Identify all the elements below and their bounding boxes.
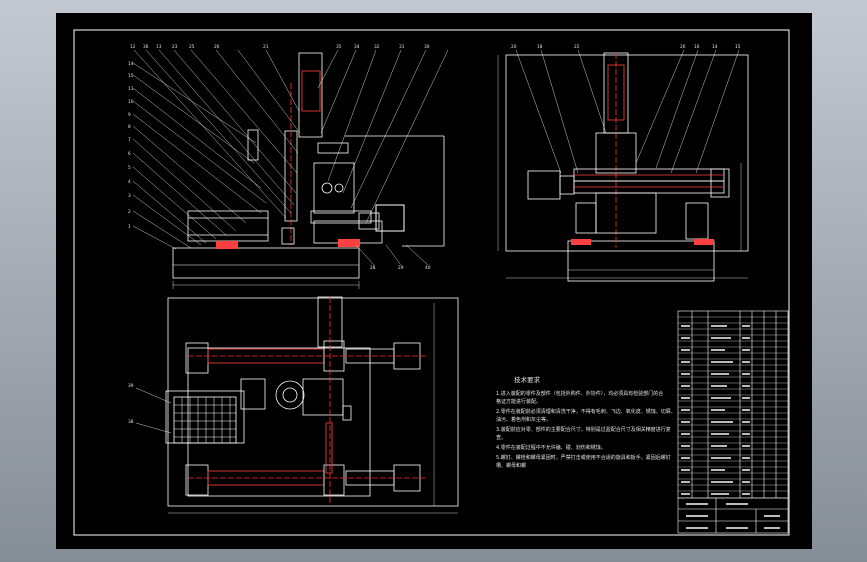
- callout-36: 36: [143, 44, 149, 50]
- plan-callout-2: 38: [128, 419, 134, 425]
- side-callout-4: 26: [680, 44, 686, 50]
- callout-23: 23: [172, 44, 178, 50]
- bill-of-materials: [677, 310, 789, 534]
- front-view-left-callouts: 14 15 11 10 9 8 7 6 5 4 3 2 1: [128, 61, 134, 230]
- front-view-dimensions: [172, 281, 360, 289]
- assembly-drawing: 12 36 13 23 25 26 21 35 34 32 31 30 14 1…: [73, 29, 790, 536]
- side-callout-2: 18: [537, 44, 543, 50]
- parts-tray: [174, 397, 236, 443]
- callout-32: 32: [374, 44, 380, 50]
- callout-bottom-3: 40: [425, 265, 431, 271]
- side-view: [505, 52, 749, 282]
- callout-left-10: 4: [128, 179, 131, 185]
- callout-left-5: 9: [128, 112, 131, 118]
- tech-req-line-5: 3.装配前应对零、部件的主要配合尺寸，特别是过盈配合尺寸及相关精度进行复: [496, 426, 671, 433]
- plan-view: [165, 296, 459, 507]
- front-view: [172, 52, 445, 279]
- callout-31: 31: [399, 44, 405, 50]
- callout-35: 35: [336, 44, 342, 50]
- callout-left-4: 10: [128, 99, 134, 105]
- side-view-dimensions: [497, 55, 748, 279]
- callout-left-13: 1: [128, 224, 131, 230]
- side-callout-1: 20: [511, 44, 517, 50]
- callout-12: 12: [130, 44, 136, 50]
- front-view-top-callouts: 12 36 13 23 25 26 21 35 34 32 31 30: [130, 44, 430, 50]
- callout-left-3: 11: [128, 86, 134, 92]
- front-view-bottom-callouts: [355, 244, 429, 266]
- callout-bottom-2: 29: [398, 265, 404, 271]
- callout-26: 26: [214, 44, 220, 50]
- side-callout-7: 15: [735, 44, 741, 50]
- callout-left-12: 2: [128, 209, 131, 215]
- tech-req-title: 技术要求: [514, 375, 541, 384]
- tech-req-line-3: 2.零件在装配前必须清理和清洗干净，不得有毛刺、飞边、氧化皮、锈蚀、切屑、: [496, 408, 676, 415]
- front-view-leaders: [132, 49, 449, 250]
- callout-25: 25: [189, 44, 195, 50]
- tech-req-line-7: 4.零件在装配过程中不允许磕、碰、划伤和锈蚀。: [496, 444, 606, 451]
- tech-req-line-4: 油污、着色剂和灰尘等。: [496, 416, 551, 423]
- callout-left-7: 7: [128, 137, 131, 143]
- tech-req-line-1: 1.进入装配的零件及部件（包括外购件、外协件），均必须具有检验部门的合: [496, 390, 663, 397]
- tech-req-line-6: 查。: [496, 434, 506, 441]
- tech-req-line-9: 槽、螺母和螺: [496, 462, 526, 469]
- technical-requirements: 技术要求 1.进入装配的零件及部件（包括外购件、外协件），均必须具有检验部门的合…: [496, 375, 676, 469]
- callout-left-1: 14: [128, 61, 134, 67]
- side-callout-5: 16: [694, 44, 700, 50]
- callout-left-6: 8: [128, 124, 131, 130]
- side-callout-3: 22: [574, 44, 580, 50]
- bom-cell-glyphs: [681, 325, 780, 529]
- callout-left-11: 3: [128, 193, 131, 199]
- callout-bottom-1: 28: [370, 265, 376, 271]
- callout-34: 34: [354, 44, 360, 50]
- plan-view-dimensions: [168, 303, 458, 514]
- tech-req-line-2: 格证方能进行装配。: [496, 398, 541, 405]
- tech-req-line-8: 5.螺钉、螺栓和螺母紧固时，严禁打击或使用不合适的旋具和扳手。紧固后螺钉: [496, 454, 671, 461]
- callout-13: 13: [156, 44, 162, 50]
- plan-view-leaders: [135, 387, 172, 434]
- callout-left-9: 5: [128, 165, 131, 171]
- callout-30: 30: [424, 44, 430, 50]
- drawing-sheet: 12 36 13 23 25 26 21 35 34 32 31 30 14 1…: [56, 13, 812, 549]
- bom-rows: [678, 316, 788, 492]
- callout-left-2: 15: [128, 73, 134, 79]
- callout-left-8: 6: [128, 151, 131, 157]
- side-callout-6: 14: [712, 44, 718, 50]
- side-view-leaders: [515, 49, 740, 174]
- plan-callout-1: 39: [128, 383, 134, 389]
- callout-21: 21: [263, 44, 269, 50]
- drawing-border: [73, 29, 790, 536]
